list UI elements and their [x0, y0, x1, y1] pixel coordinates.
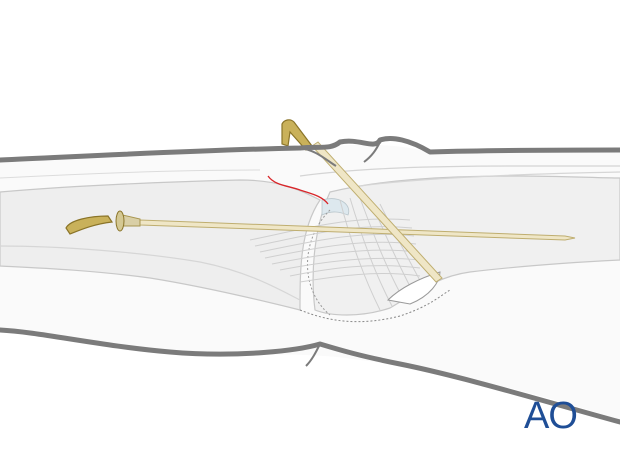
volar-crease [305, 343, 321, 367]
bone-inner-contour [0, 245, 301, 301]
ao-logo: AO [524, 395, 578, 437]
proximal-phalanx [0, 179, 321, 311]
extensor-tendon-2 [0, 169, 261, 179]
condyle-dotted-contour [307, 209, 331, 316]
bent-k-wire-icon [281, 119, 443, 283]
fracture-line [267, 175, 329, 205]
bone-inner-contour-distal [359, 171, 620, 187]
dorsal-skin-outline [0, 136, 620, 163]
extensor-tendon [299, 165, 620, 177]
long-k-wire-icon [65, 210, 576, 241]
joint-gap [386, 271, 441, 305]
volar-plate-contour [299, 289, 451, 323]
knuckle-crease [299, 141, 381, 167]
